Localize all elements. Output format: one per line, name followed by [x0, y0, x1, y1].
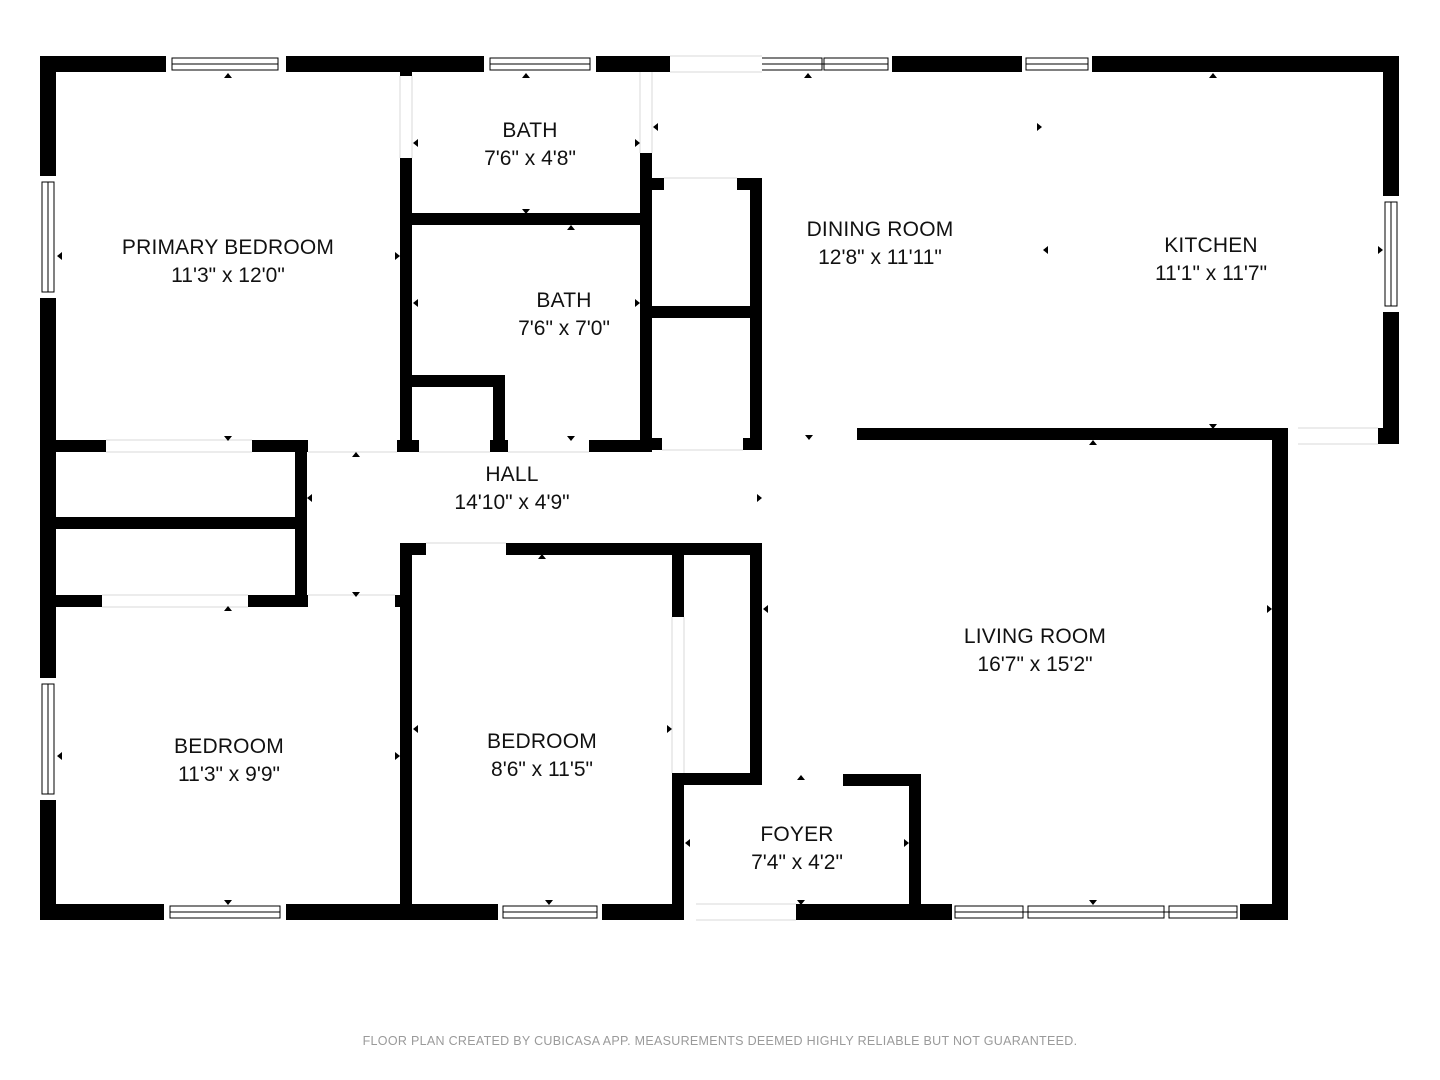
- exterior-walls: [40, 56, 1399, 920]
- room-dimensions: 12'8" x 11'11": [818, 246, 942, 269]
- room-label-bath-2: BATH 7'6" x 7'0": [518, 287, 610, 343]
- window-primary-bedroom-top: [166, 56, 286, 72]
- disclaimer-footer: FLOOR PLAN CREATED BY CUBICASA APP. MEAS…: [362, 1034, 1078, 1048]
- room-dimensions: 11'3" x 9'9": [178, 763, 280, 786]
- interior-walls: [40, 56, 921, 914]
- window-bedroom-1-left: [40, 678, 56, 800]
- window-bath-top: [484, 56, 596, 72]
- window-living-room-bottom: [952, 904, 1240, 920]
- room-name: LIVING ROOM: [963, 625, 1107, 648]
- room-dimensions: 7'4" x 4'2": [751, 851, 843, 874]
- room-name: BATH: [536, 289, 592, 312]
- room-label-bedroom-2: BEDROOM 8'6" x 11'5": [487, 728, 597, 784]
- room-name: PRIMARY BEDROOM: [121, 236, 335, 259]
- room-name: BATH: [502, 119, 558, 142]
- windows: [40, 56, 1399, 920]
- room-name: DINING ROOM: [806, 218, 954, 241]
- room-label-dining-room: DINING ROOM 12'8" x 11'11": [807, 216, 954, 272]
- room-name: KITCHEN: [1164, 234, 1258, 257]
- window-bedroom-2-bottom: [498, 904, 602, 920]
- room-name: BEDROOM: [174, 735, 284, 758]
- room-dimensions: 7'6" x 4'8": [484, 147, 576, 170]
- room-dimensions: 11'3" x 12'0": [171, 264, 285, 287]
- room-name: FOYER: [760, 823, 834, 846]
- room-label-primary-bedroom: PRIMARY BEDROOM 11'3" x 12'0": [122, 234, 334, 290]
- room-dimensions: 16'7" x 15'2": [977, 653, 1093, 676]
- room-dimensions: 8'6" x 11'5": [491, 758, 593, 781]
- window-kitchen-top: [1022, 56, 1092, 72]
- room-label-living-room: LIVING ROOM 16'7" x 15'2": [964, 623, 1106, 679]
- room-label-kitchen: KITCHEN 11'1" x 11'7": [1155, 232, 1267, 288]
- room-name: HALL: [485, 463, 539, 486]
- window-dining-top: [754, 56, 892, 72]
- dimension-markers: [57, 73, 1383, 905]
- room-dimensions: 14'10" x 4'9": [454, 491, 570, 514]
- room-dimensions: 11'1" x 11'7": [1154, 262, 1268, 285]
- room-name: BEDROOM: [487, 730, 597, 753]
- window-kitchen-right: [1383, 196, 1399, 312]
- room-dimensions: 7'6" x 7'0": [518, 317, 610, 340]
- room-label-hall: HALL 14'10" x 4'9": [454, 461, 569, 517]
- room-label-foyer: FOYER 7'4" x 4'2": [751, 821, 843, 877]
- window-primary-bedroom-left: [40, 176, 56, 298]
- room-label-bath-1: BATH 7'6" x 4'8": [484, 117, 576, 173]
- window-bedroom-1-bottom: [164, 904, 286, 920]
- room-label-bedroom-1: BEDROOM 11'3" x 9'9": [174, 733, 284, 789]
